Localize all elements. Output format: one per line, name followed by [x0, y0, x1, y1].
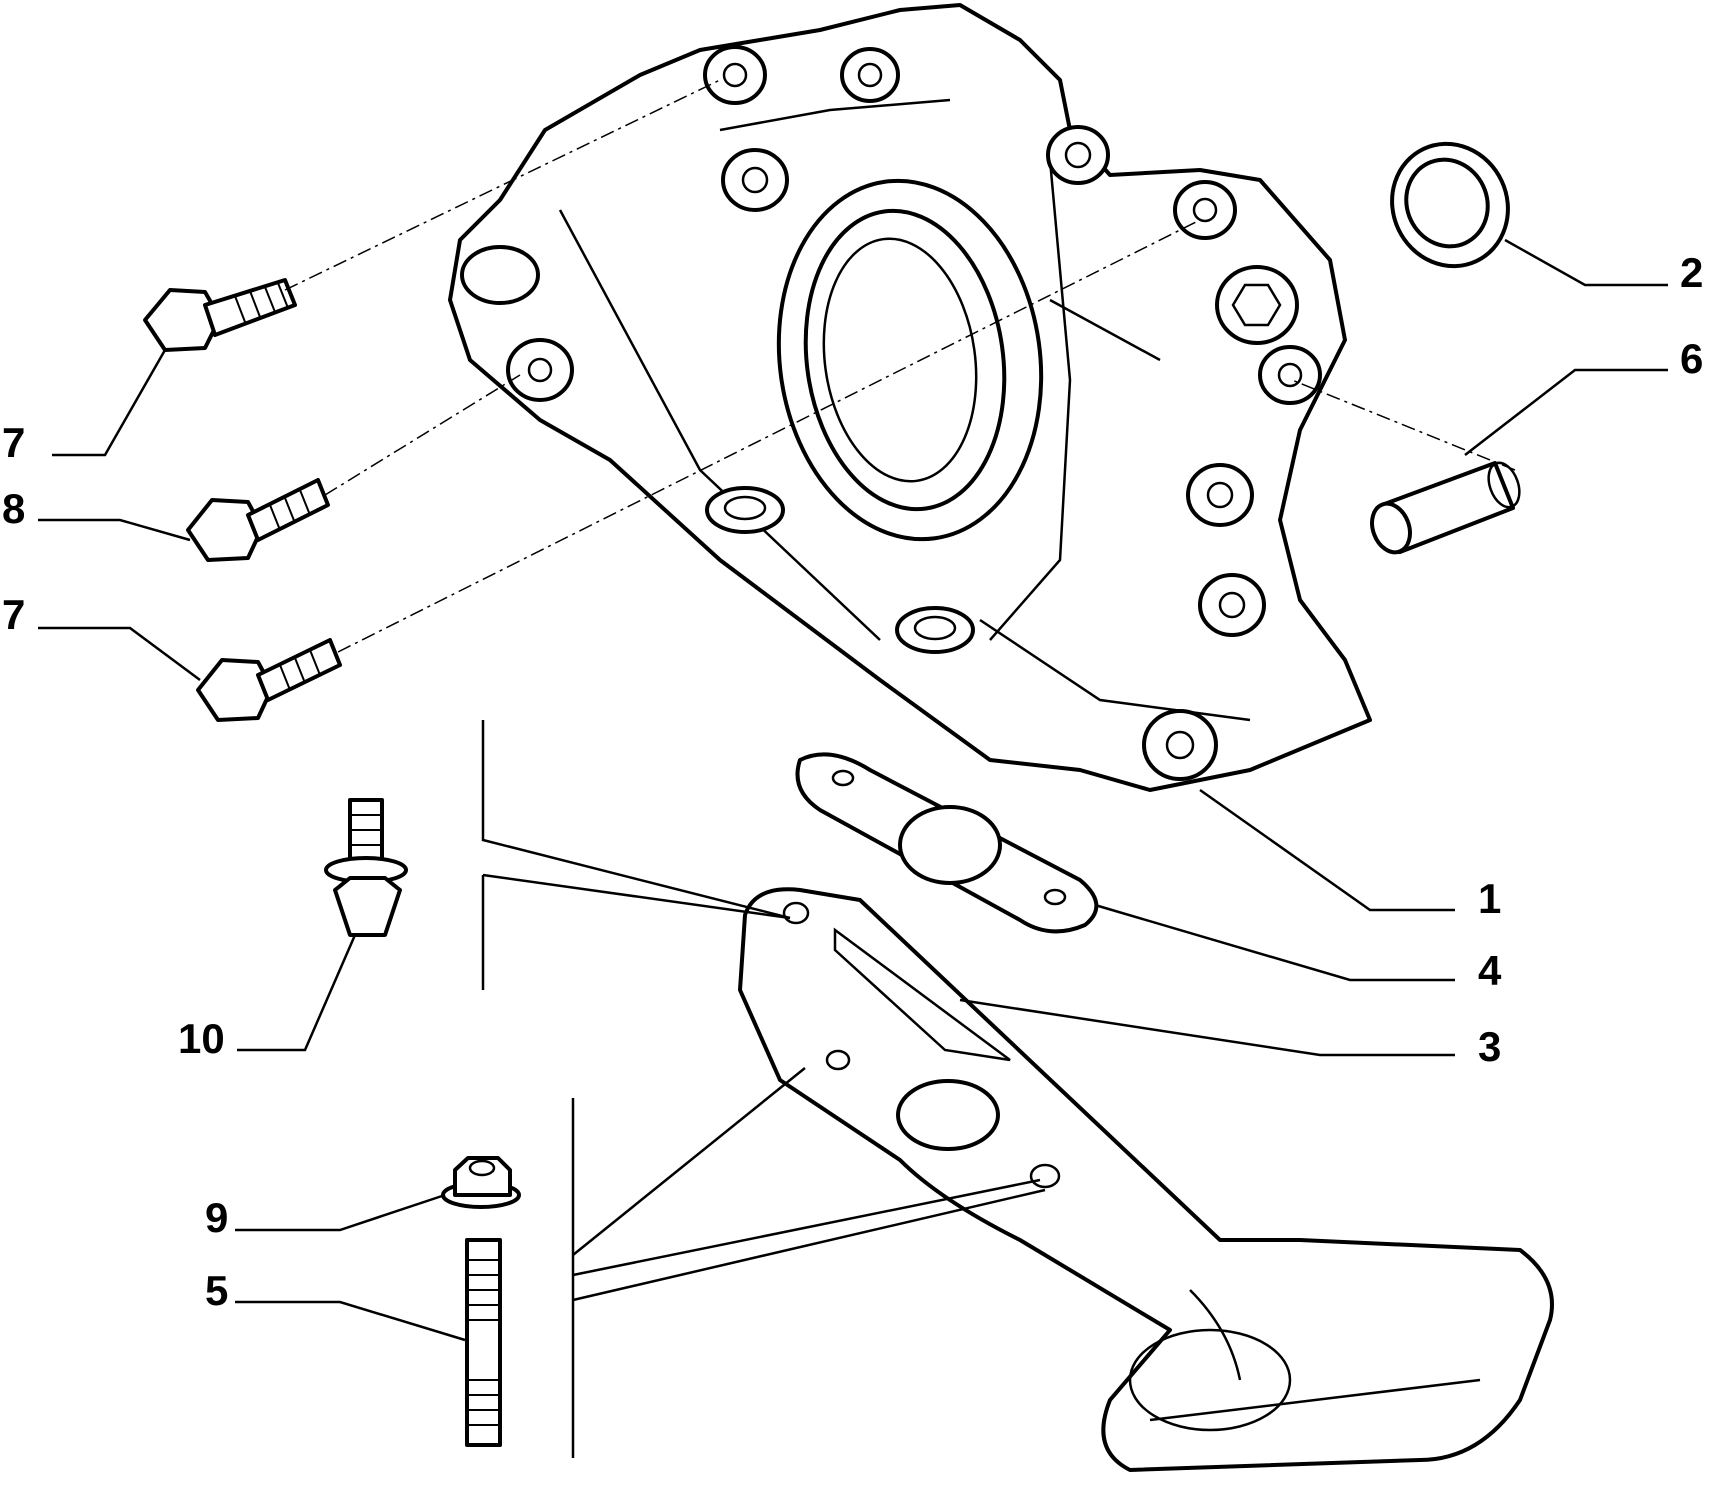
callout-3: 3	[1478, 1023, 1502, 1070]
bolt-washer-nut-icon	[324, 798, 408, 937]
callout-6: 6	[1680, 335, 1704, 382]
callout-7-bottom: 7	[2, 591, 26, 638]
callout-10: 10	[178, 1015, 225, 1062]
seal-ring-icon	[1390, 141, 1510, 269]
callout-1: 1	[1478, 875, 1502, 922]
dowel-pin-icon	[1370, 461, 1521, 555]
callout-8: 8	[2, 485, 26, 532]
callout-4: 4	[1478, 947, 1502, 994]
flange-bolt-icon	[143, 278, 297, 352]
gasket-icon	[795, 752, 1099, 934]
callout-5: 5	[205, 1267, 229, 1314]
flange-bolt-icon	[196, 638, 342, 722]
callout-leaders	[38, 238, 1668, 1342]
flange-bolt-icon	[186, 478, 330, 562]
stud-icon	[465, 1238, 502, 1447]
callout-7-top: 7	[2, 419, 26, 466]
oil-pump-housing-icon	[448, 3, 1372, 792]
strainer-pickup-icon	[738, 887, 1554, 1472]
callout-2: 2	[1680, 249, 1704, 296]
callout-9: 9	[205, 1194, 229, 1241]
flange-nut-icon	[441, 1156, 521, 1209]
